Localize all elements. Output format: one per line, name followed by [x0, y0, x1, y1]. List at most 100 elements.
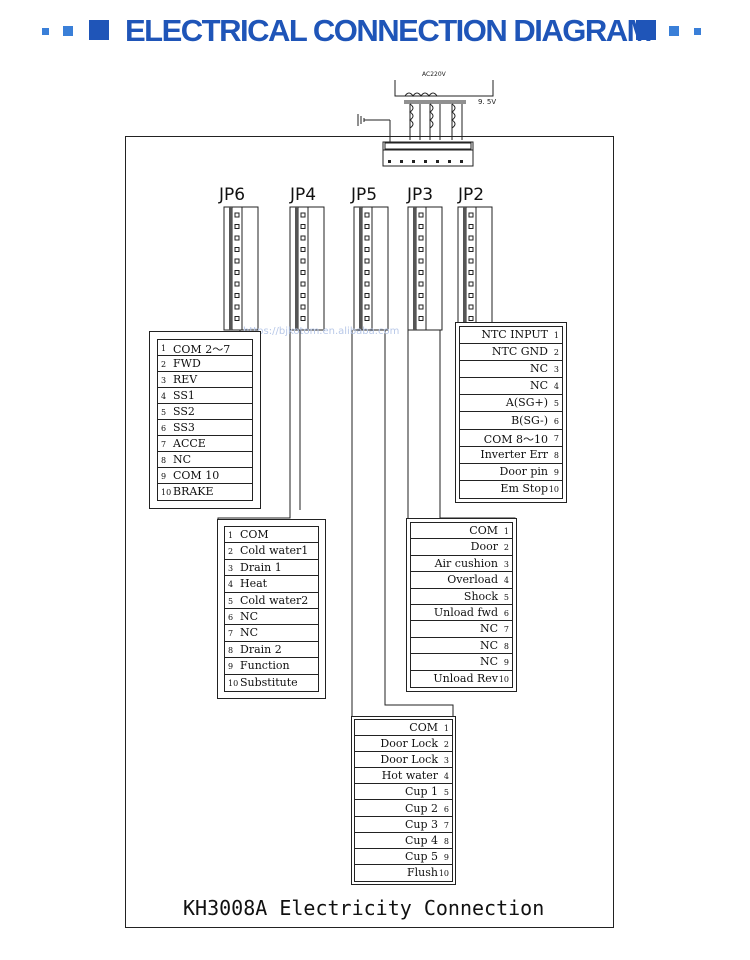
pin-label: Heat — [240, 577, 268, 591]
connector-pin — [468, 247, 474, 252]
pin-label: SS2 — [173, 405, 195, 418]
pin-number: 6 — [228, 613, 234, 622]
connector-pin — [234, 235, 240, 241]
connector-pin — [468, 281, 474, 287]
pin-number: 8 — [503, 641, 509, 651]
pin-label: COM — [409, 721, 438, 734]
pin-label: REV — [173, 373, 198, 386]
connector-label-jp2: JP2 — [458, 185, 485, 205]
connector-pin — [468, 235, 474, 241]
connector-label-jp5: JP5 — [351, 185, 378, 205]
pin-number: 2 — [228, 547, 234, 557]
connector-pin — [418, 316, 424, 321]
pin-label: Cup 5 — [404, 849, 438, 863]
connector-pin — [418, 212, 424, 218]
pin-label: NC — [173, 453, 192, 466]
pin-label: NC — [240, 626, 259, 640]
decor-square — [636, 20, 656, 40]
connector-pin — [234, 212, 240, 218]
pin-row: 4 NC — [460, 378, 562, 396]
connector-pin — [468, 316, 474, 321]
connector-jp5 — [353, 206, 389, 331]
pin-label: Hot water — [381, 769, 438, 783]
connector-jp4 — [289, 206, 325, 331]
pin-number: 1 — [228, 531, 234, 540]
pin-number: 6 — [443, 804, 449, 814]
pin-label: NC — [529, 379, 548, 393]
connector-pin — [300, 304, 306, 310]
connector-pin — [364, 224, 370, 229]
pin-number: 7 — [161, 440, 167, 449]
pin-number: 10 — [438, 868, 449, 878]
pin-label: Cold water2 — [240, 593, 309, 607]
pin-number: 9 — [161, 472, 167, 481]
connector-label-jp4: JP4 — [290, 185, 317, 205]
connector-pin — [300, 281, 306, 287]
pin-number: 8 — [443, 836, 449, 846]
connector-pin — [418, 235, 424, 241]
pin-number: 9 — [553, 467, 559, 477]
connector-pin — [234, 293, 240, 298]
pin-label: Overload — [447, 573, 498, 587]
connector-pin — [364, 247, 370, 252]
connector-pin — [300, 316, 306, 321]
pin-number: 8 — [553, 450, 559, 460]
connector-headers — [223, 206, 493, 331]
pin-number: 2 — [443, 740, 449, 750]
pin-number: 10 — [228, 678, 239, 688]
pin-number: 10 — [548, 484, 559, 494]
connector-pin — [300, 212, 306, 218]
pin-number: 1 — [503, 527, 509, 536]
pin-label: NC — [479, 655, 498, 669]
connector-pin — [468, 304, 474, 310]
pin-label: COM 10 — [173, 469, 220, 482]
connector-jp3 — [407, 206, 443, 331]
pin-row: 2 Cold water1 — [225, 543, 318, 560]
pin-row: 4 Overload — [411, 572, 512, 589]
pin-number: 4 — [503, 576, 509, 586]
pin-label: NC — [529, 362, 548, 376]
pin-label: Function — [240, 659, 290, 673]
decor-square — [669, 26, 679, 36]
pin-label: Air cushion — [434, 556, 498, 570]
decor-square — [694, 28, 701, 35]
pin-label: Door pin — [499, 464, 548, 478]
connector-pin — [300, 270, 306, 275]
pin-label: Unload fwd — [433, 606, 498, 619]
pin-number: 4 — [553, 382, 559, 392]
pin-label: Inverter Err — [480, 447, 548, 461]
diagram-caption: KH3008A Electricity Connection — [183, 896, 545, 920]
board-frame — [125, 136, 614, 928]
pin-label: A(SG+) — [505, 396, 548, 410]
pin-row: 8 Inverter Err — [460, 447, 562, 464]
pin-number: 3 — [443, 756, 449, 766]
connector-pin — [300, 224, 306, 229]
pin-label: Cold water1 — [240, 544, 309, 558]
page-title: ELECTRICAL CONNECTION DIAGRAM — [125, 13, 652, 48]
pin-number: 5 — [553, 399, 559, 409]
pin-number: 2 — [161, 360, 167, 369]
